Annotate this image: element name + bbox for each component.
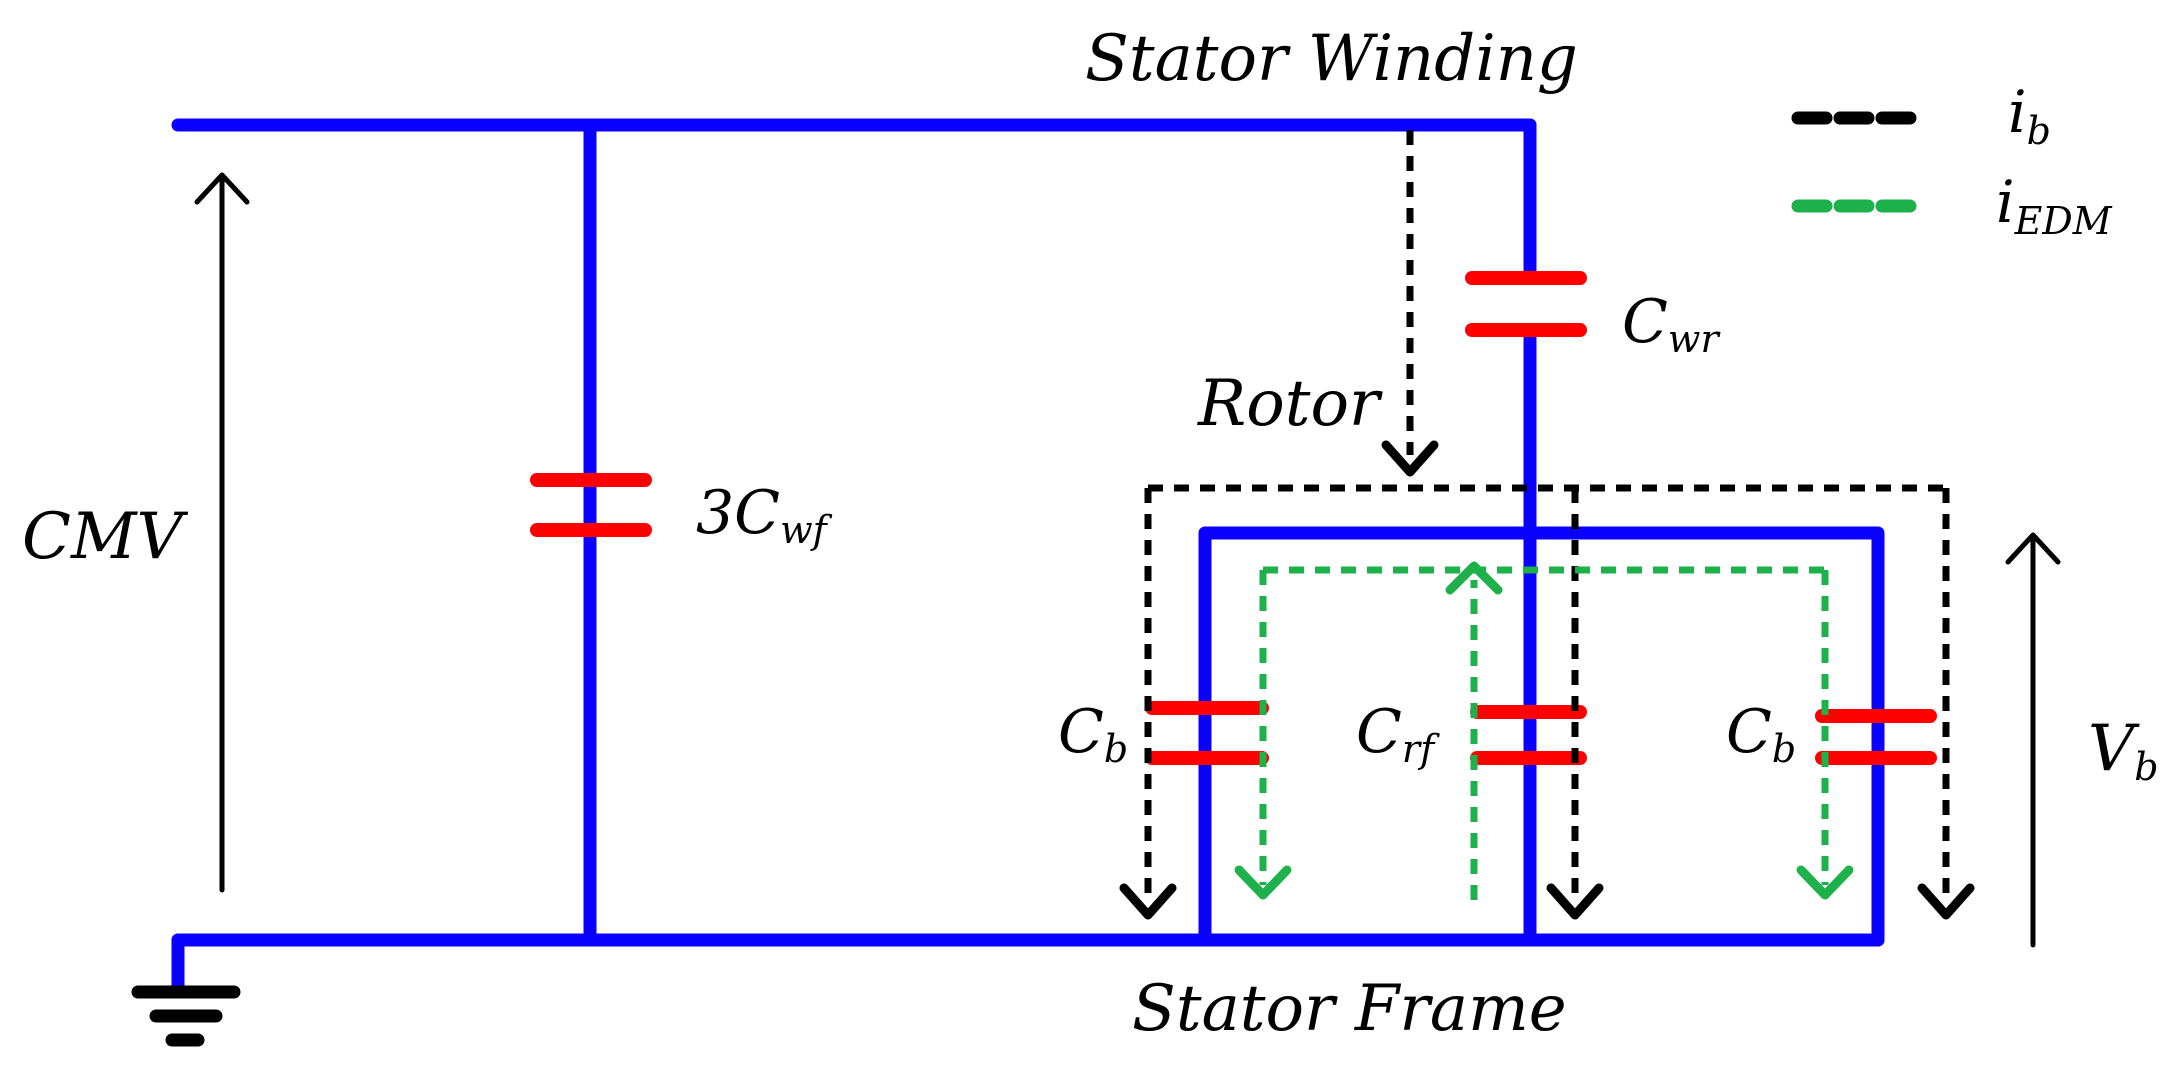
stator-frame-label: Stator Frame [1132, 972, 1567, 1046]
ib-arrowhead-top [1381, 440, 1439, 477]
stator-winding-label: Stator Winding [1085, 22, 1578, 96]
circuit-wires [171, 118, 1885, 999]
voltage-arrows [194, 172, 2061, 948]
cap-crf-label: Crf [1356, 697, 1440, 771]
ib-arrowhead-right [1917, 883, 1975, 920]
iedm-arrowheads [1234, 561, 1854, 900]
rotor-node-loop [1198, 526, 1885, 947]
cap-cwr-label: Cwr [1622, 287, 1721, 361]
vb-arrowhead [2005, 532, 2061, 565]
cmv-label: CMV [22, 500, 189, 574]
cap-cb-left-label: Cb [1058, 697, 1128, 771]
iedm-arrowhead-right [1796, 865, 1854, 900]
legend-iedm-label: iEDM [1996, 168, 2113, 243]
legend: ib iEDM [1791, 78, 2113, 243]
capacitor-cb-right [1815, 709, 1937, 765]
capacitor-crf [1470, 705, 1587, 765]
cap-cb-right-label: Cb [1726, 697, 1796, 771]
iedm-arrowhead-up [1445, 561, 1503, 595]
ib-arrowhead-mid [1546, 883, 1604, 920]
cmv-arrowhead [194, 172, 250, 205]
ground-symbol [131, 985, 241, 1047]
ib-arrowheads [1119, 440, 1975, 920]
vb-label: Vb [2088, 712, 2159, 789]
capacitor-3cwf [530, 473, 652, 537]
rotor-label: Rotor [1197, 367, 1383, 441]
iedm-current-path [1259, 566, 1829, 900]
capacitor-cwr [1465, 271, 1587, 337]
iedm-arrowhead-left [1234, 865, 1292, 900]
ib-current-path [1144, 130, 1950, 893]
ib-arrowhead-left [1119, 883, 1177, 920]
capacitors [530, 271, 1937, 765]
cap-3cwf-label: 3Cwf [696, 478, 833, 552]
legend-ib-label: ib [2008, 78, 2051, 153]
capacitor-cb-left [1145, 701, 1269, 765]
